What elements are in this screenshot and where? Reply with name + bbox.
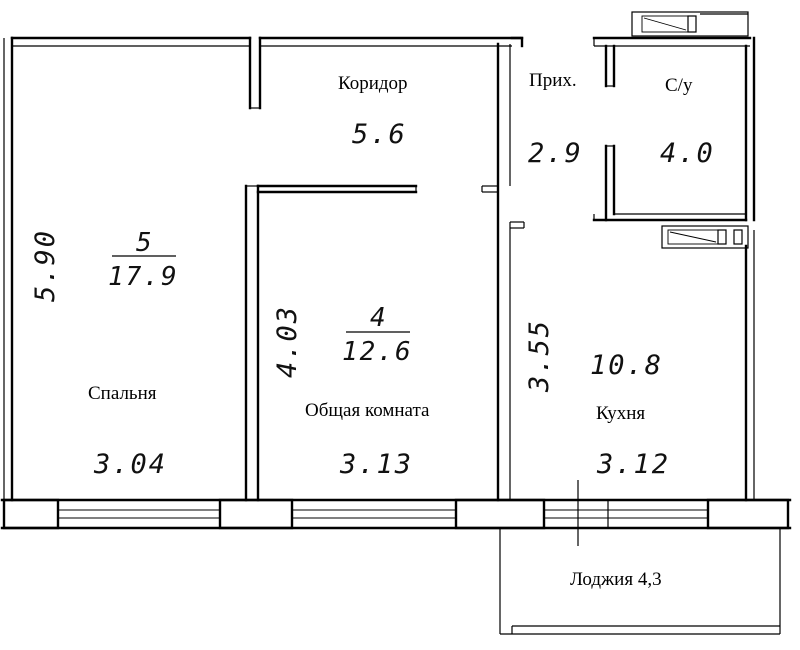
living-label: Общая комната	[305, 400, 430, 421]
bedroom-number: 5	[136, 228, 154, 258]
room-bathroom: С/у 4.0	[660, 75, 715, 169]
bathroom-area: 4.0	[660, 138, 715, 169]
living-area: 12.6	[342, 337, 413, 367]
room-hall: Прих. 2.9	[528, 70, 583, 169]
bedroom-label: Спальня	[88, 383, 157, 404]
facade-windows	[0, 480, 792, 546]
walls	[3, 11, 756, 502]
kitchen-width: 3.12	[596, 449, 670, 480]
loggia-label: Лоджия 4,3	[570, 569, 662, 590]
bedroom-width: 3.04	[93, 449, 167, 480]
corridor-area: 5.6	[352, 119, 407, 150]
living-width: 3.13	[339, 449, 413, 480]
room-loggia: Лоджия 4,3	[570, 569, 662, 590]
room-kitchen: 10.8 3.55 Кухня 3.12	[524, 319, 670, 480]
room-living: 4 12.6 4.03 Общая комната 3.13	[272, 303, 430, 480]
loggia	[499, 528, 781, 635]
bedroom-length: 5.90	[30, 229, 61, 302]
living-length: 4.03	[272, 305, 303, 378]
hall-label: Прих.	[529, 70, 577, 91]
kitchen-length: 3.55	[524, 319, 555, 393]
corridor-label: Коридор	[338, 73, 408, 94]
kitchen-area: 10.8	[590, 350, 663, 381]
hall-area: 2.9	[528, 138, 583, 169]
room-corridor: Коридор 5.6	[338, 73, 408, 150]
bedroom-area: 17.9	[108, 262, 179, 292]
bathroom-label: С/у	[665, 75, 693, 96]
kitchen-label: Кухня	[596, 403, 645, 424]
room-bedroom: 5 17.9 5.90 Спальня 3.04	[30, 228, 179, 480]
living-number: 4	[370, 303, 388, 333]
